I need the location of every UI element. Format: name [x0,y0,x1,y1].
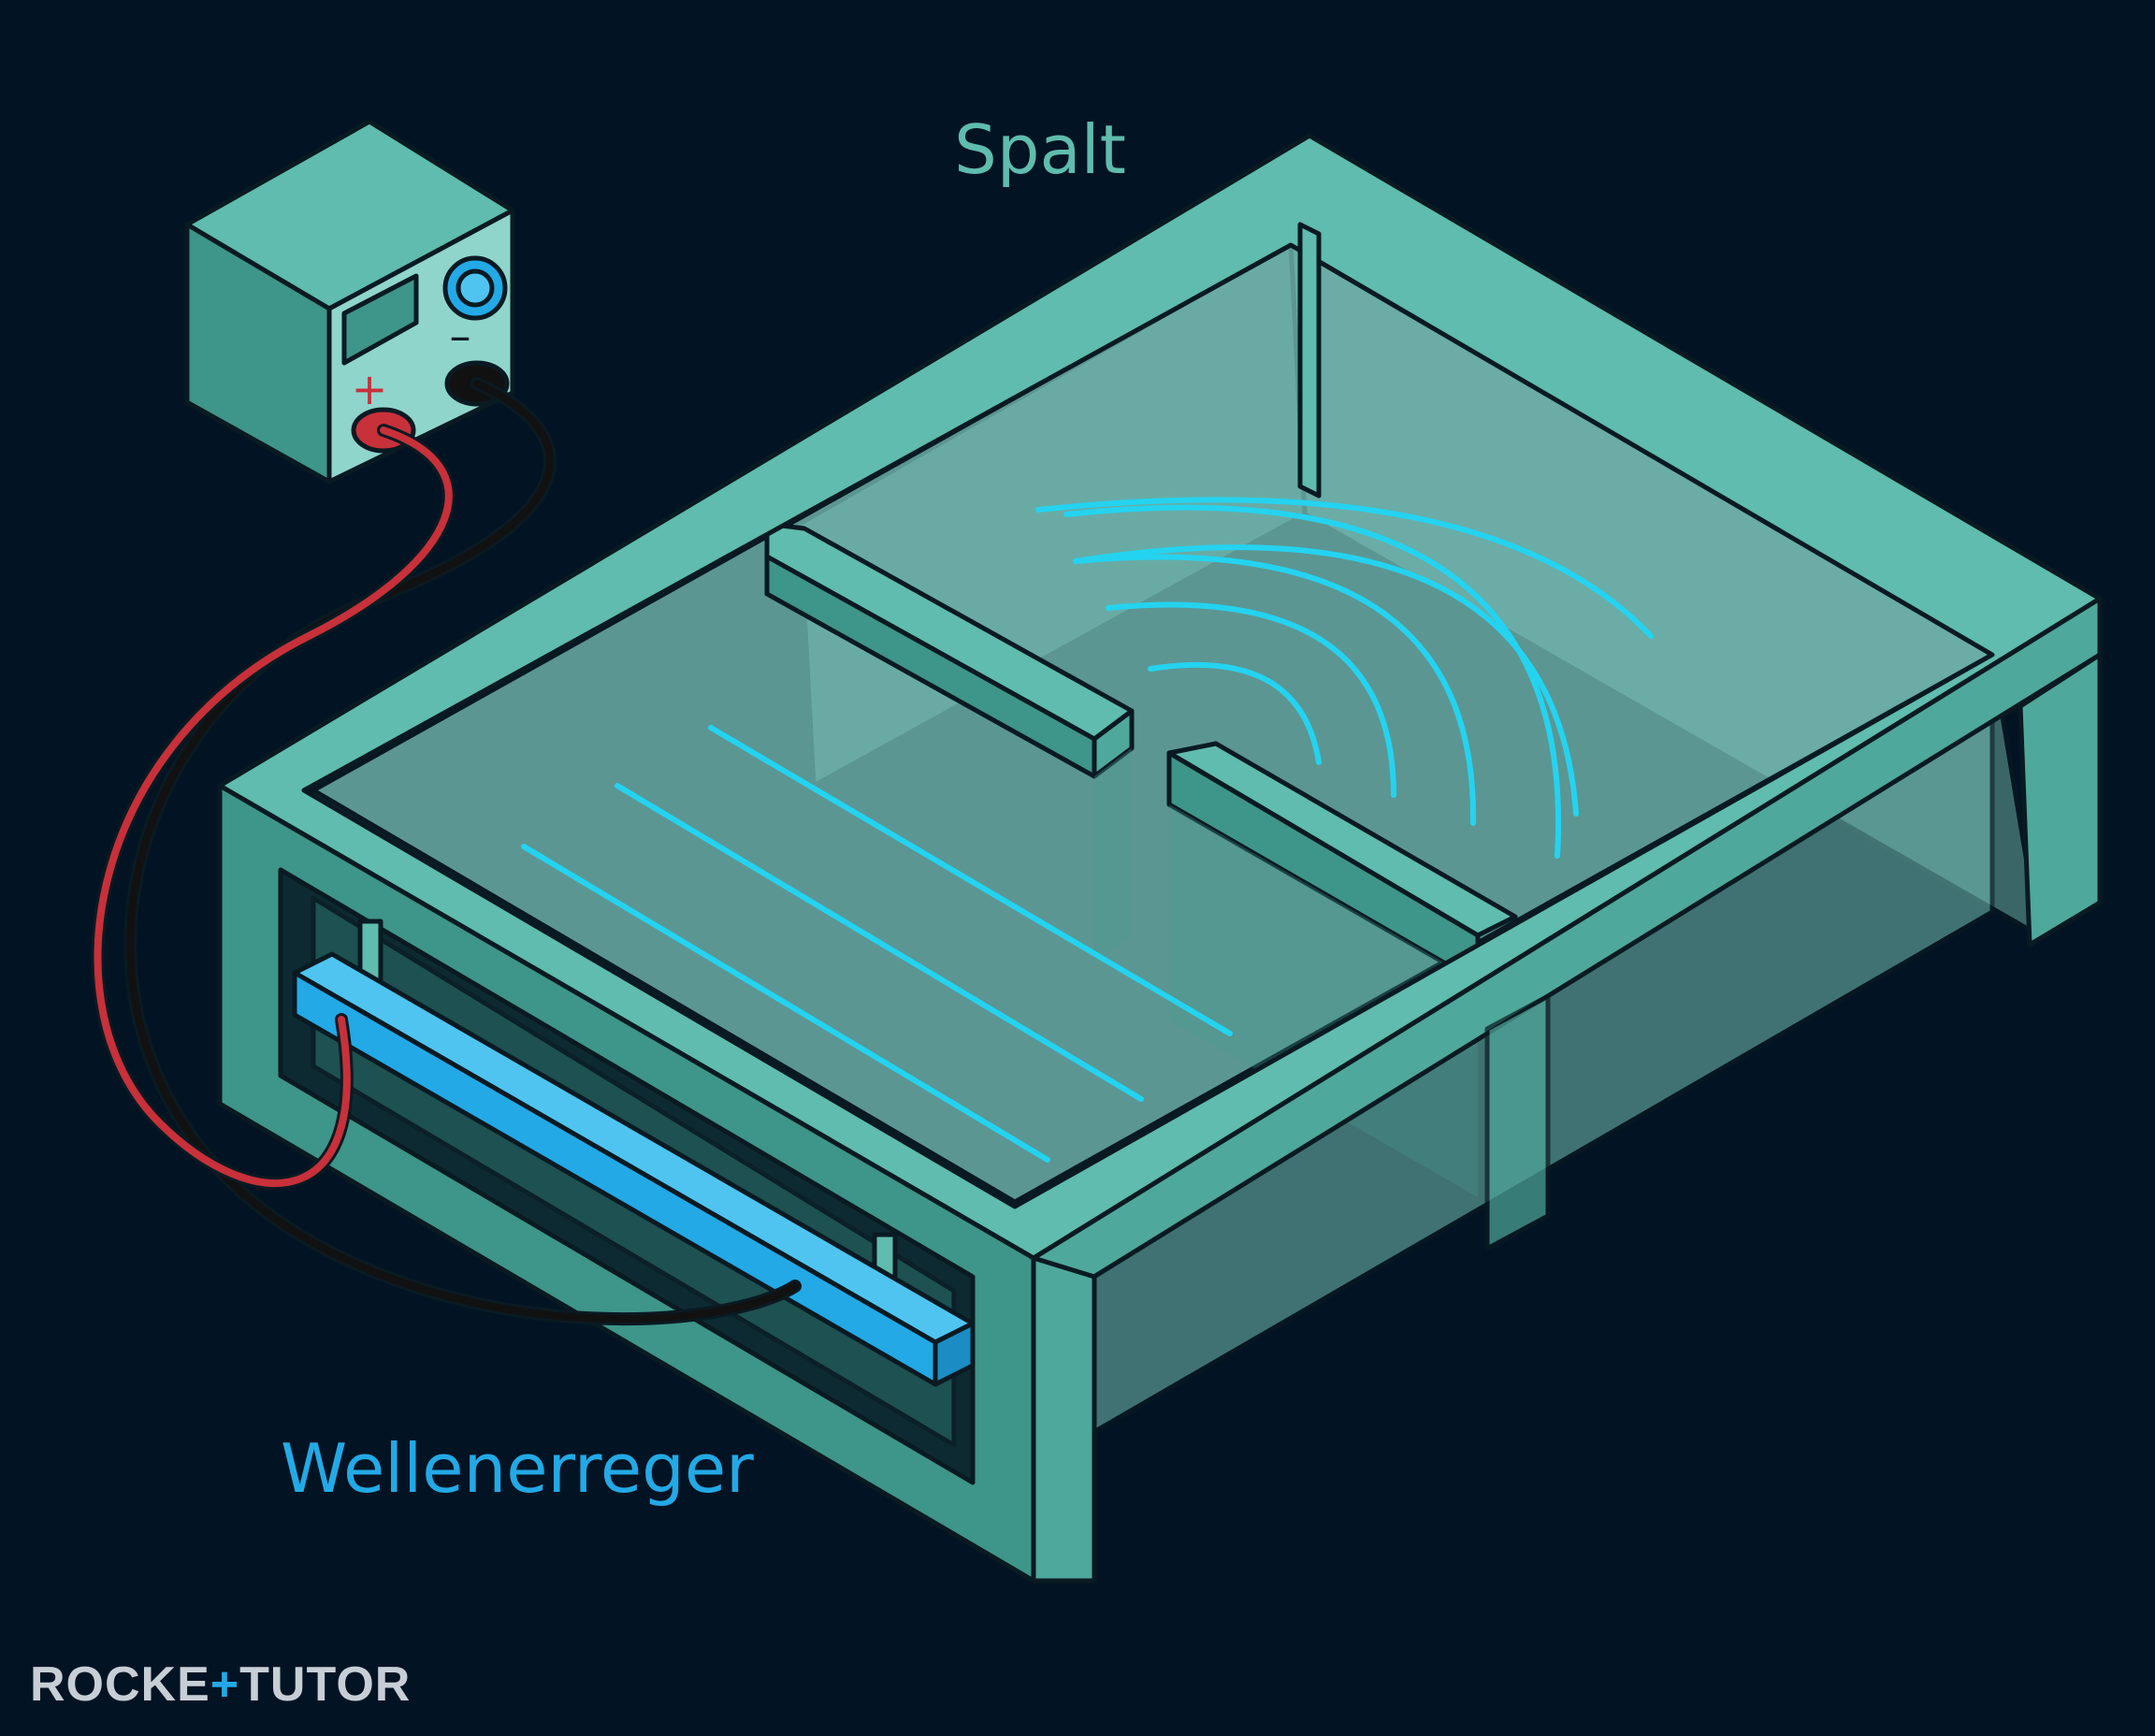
cables [91,377,802,1326]
exciter-label: Wellenerreger [281,1429,754,1508]
positive-terminal-symbol: + [352,364,388,414]
negative-terminal-symbol: – [450,311,471,361]
logo-part-1: ROCKE [30,1657,210,1712]
gap-label: Spalt [954,110,1126,189]
logo-plus-icon: + [210,1657,239,1712]
wave-exciter [292,919,976,1387]
power-supply [184,119,515,485]
display-panel [341,273,419,366]
svg-text:ROCKE+TUTOR: ROCKE+TUTOR [30,1657,411,1712]
rocketutor-logo: ROCKE+TUTOR [30,1657,411,1712]
plane-waves [521,725,1233,1163]
barrier [764,521,1518,1197]
logo-part-2: TUTOR [239,1657,411,1712]
circular-waves [1035,497,1654,859]
